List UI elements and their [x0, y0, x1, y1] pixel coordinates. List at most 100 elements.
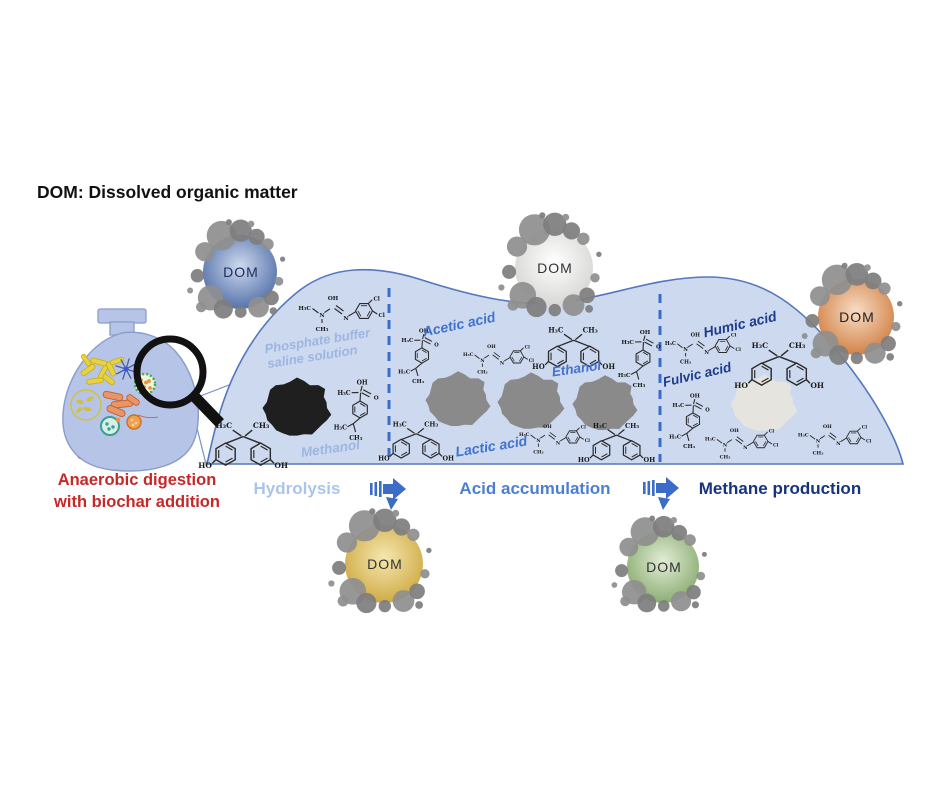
- bond: [347, 423, 354, 428]
- atom-label: N: [704, 350, 709, 356]
- bond: [695, 402, 704, 407]
- dom-sphere-body: [515, 229, 593, 307]
- bond: [780, 349, 789, 357]
- atom-label: CH₃: [424, 421, 438, 429]
- arrow-bar: [652, 480, 655, 496]
- yellow-cell-inner: [82, 406, 92, 412]
- atom-label: H₃C: [665, 341, 676, 347]
- yellow-filament-microbe: [105, 361, 117, 377]
- bond: [575, 436, 579, 442]
- atom-label: CH₃: [533, 449, 543, 455]
- dom-label: DOM: [537, 260, 573, 276]
- atom-label: Cl: [769, 429, 775, 435]
- bond: [692, 422, 698, 427]
- bond: [225, 435, 244, 445]
- bond: [511, 356, 515, 362]
- bond: [430, 451, 437, 456]
- phase-arrow-icon: [370, 478, 406, 500]
- sorbed-particle: [225, 219, 232, 226]
- atom-label: N: [683, 347, 688, 353]
- bond: [520, 347, 524, 352]
- bond: [829, 432, 837, 438]
- atom-label: CH₃: [625, 422, 639, 430]
- bond: [809, 434, 816, 440]
- dom-sphere-green: DOM: [611, 515, 707, 613]
- sorbed-particle: [274, 276, 284, 286]
- dom-sphere-yellow: DOM: [328, 508, 432, 614]
- bond: [359, 392, 362, 402]
- sorbed-particle: [897, 301, 903, 307]
- bond: [579, 436, 584, 440]
- sorbed-particle: [415, 601, 423, 609]
- sorbed-particle: [195, 242, 215, 262]
- bond: [559, 437, 567, 442]
- benzene-ring: [592, 440, 611, 461]
- bond: [676, 343, 683, 349]
- sorbed-particle: [845, 263, 869, 286]
- atom-label: O: [705, 407, 710, 413]
- benzene-ring: [685, 412, 701, 429]
- bond: [805, 379, 811, 384]
- bond: [359, 412, 366, 416]
- bond: [540, 434, 546, 439]
- sorbed-particle: [337, 595, 349, 607]
- yellow-filament-microbe: [86, 377, 104, 385]
- atom-label: N: [500, 360, 505, 366]
- bond: [232, 429, 242, 437]
- sorbed-particle: [864, 272, 882, 290]
- bond: [406, 427, 415, 434]
- biochar-blob-acid: [497, 372, 565, 429]
- arrow-head: [383, 478, 406, 500]
- bond: [423, 339, 431, 345]
- dom-sphere-body: [818, 279, 894, 355]
- bond: [400, 441, 408, 446]
- bond: [372, 310, 378, 315]
- sorbed-particle: [878, 282, 891, 295]
- sorbed-particle: [880, 336, 896, 352]
- blue-spiky-microbe-core: [123, 366, 129, 372]
- atom-label: OH: [419, 329, 429, 335]
- bond: [367, 299, 373, 304]
- bond: [761, 355, 780, 365]
- sorbed-particle: [805, 314, 820, 328]
- sorbed-particle: [336, 532, 357, 553]
- bond: [400, 451, 408, 456]
- atom-label: H₃C: [463, 352, 474, 358]
- bond: [601, 434, 617, 442]
- bond: [523, 356, 528, 360]
- atom-label: H₃C: [401, 338, 414, 344]
- atom-label: OH: [602, 362, 615, 371]
- bond: [616, 434, 632, 442]
- sorbed-particle: [562, 294, 585, 316]
- sorbed-particle: [248, 228, 265, 245]
- bond: [421, 349, 427, 354]
- atom-label: H₃C: [337, 390, 350, 397]
- phase-hydrolysis: Hydrolysis: [254, 479, 341, 498]
- orange-cell-dot: [130, 418, 134, 422]
- bond: [269, 459, 275, 464]
- sorbed-particle: [269, 307, 277, 315]
- bond: [530, 434, 536, 439]
- sorbed-particle: [407, 528, 420, 541]
- sorbed-particle: [577, 232, 590, 245]
- bond: [755, 441, 759, 447]
- atom-label: H₃C: [393, 421, 407, 429]
- atom-label: OH: [643, 456, 655, 464]
- sorbed-particle: [280, 256, 286, 262]
- atom-label: HO: [378, 454, 390, 462]
- orange-cell-dot: [134, 421, 138, 425]
- bond: [357, 310, 362, 317]
- atom-label: OH: [690, 394, 700, 400]
- orange-dot: [115, 417, 121, 423]
- sorbed-particle: [864, 342, 886, 364]
- atom-label: HO: [734, 381, 748, 390]
- bond: [796, 377, 804, 383]
- atom-label: N: [816, 439, 821, 445]
- benzene-ring: [215, 442, 236, 466]
- atom-label: CH₃: [683, 444, 696, 450]
- bond: [415, 368, 419, 377]
- bond: [589, 359, 597, 365]
